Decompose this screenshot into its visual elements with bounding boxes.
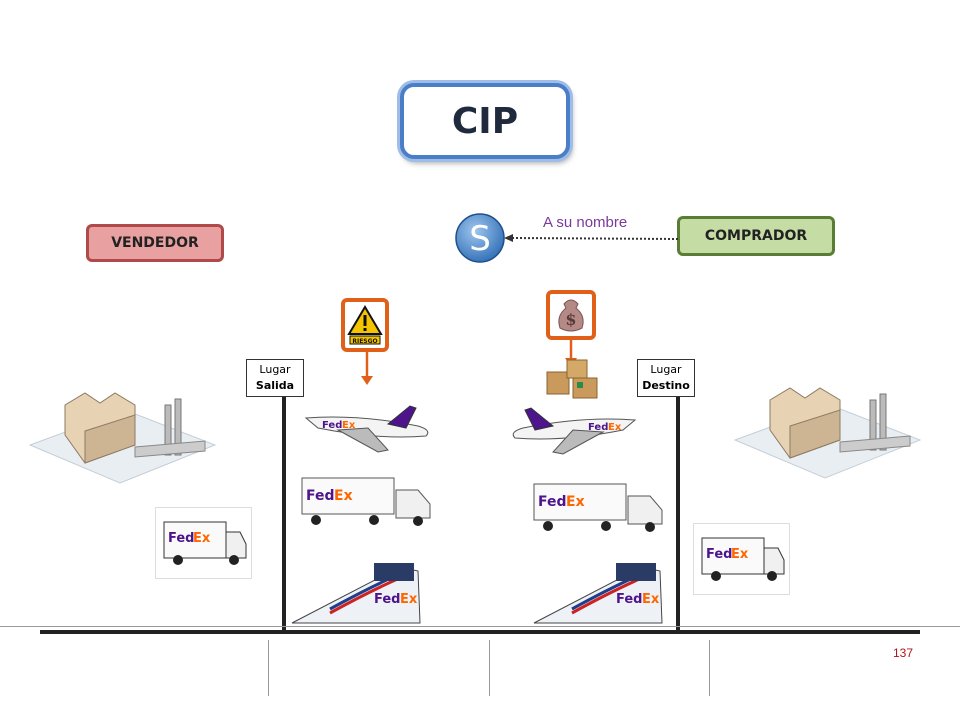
destination-line2: Destino xyxy=(642,379,690,392)
footer-divider-1 xyxy=(268,640,269,696)
origin-line2: Salida xyxy=(255,379,295,392)
origin-place-box: Lugar Salida xyxy=(246,359,304,397)
buyer-van-frame: Fed Ex xyxy=(693,523,790,595)
buyer-label-box: COMPRADOR xyxy=(677,216,835,256)
destination-place-box: Lugar Destino xyxy=(637,359,695,397)
van-brand-fed: Fed xyxy=(168,531,194,546)
seller-label-box: VENDEDOR xyxy=(86,224,224,262)
insurance-note: A su nombre xyxy=(543,214,628,231)
footer-divider-3 xyxy=(709,640,710,696)
origin-train-icon: Fed Ex xyxy=(291,563,421,624)
truck2-brand-fed: Fed xyxy=(538,494,567,510)
ground-line xyxy=(40,630,920,634)
risk-sign-text: RIESGO xyxy=(352,338,377,345)
buyer-delivery-van-icon: Fed Ex xyxy=(701,537,785,581)
buyer-factory-icon xyxy=(733,387,922,479)
money-frame: $ xyxy=(546,290,596,340)
risk-arrow xyxy=(361,350,373,385)
svg-text:Ex: Ex xyxy=(642,592,660,607)
boxes-icon xyxy=(546,359,598,399)
svg-text:Fed: Fed xyxy=(588,422,608,433)
truck1-brand-ex: Ex xyxy=(334,488,353,504)
origin-truck-icon: Fed Ex xyxy=(301,477,431,526)
svg-text:Ex: Ex xyxy=(608,422,622,433)
van2-brand-fed: Fed xyxy=(706,547,732,562)
destination-truck-icon: Fed Ex xyxy=(533,483,663,532)
insurance-dotted-arrow xyxy=(504,234,679,242)
insurance-s-letter: S xyxy=(469,219,491,259)
destination-line1: Lugar xyxy=(650,363,682,376)
seller-delivery-van-icon: Fed Ex xyxy=(163,521,247,565)
footer-divider-2 xyxy=(489,640,490,696)
svg-text:$: $ xyxy=(565,310,576,329)
destination-post xyxy=(676,397,680,631)
svg-text:Ex: Ex xyxy=(342,420,356,431)
seller-factory-icon xyxy=(28,392,217,484)
destination-airplane-icon: Fed Ex xyxy=(512,407,637,455)
svg-text:Fed: Fed xyxy=(616,592,642,607)
origin-airplane-icon: Fed Ex xyxy=(304,405,429,453)
origin-post xyxy=(282,397,286,631)
title-box: CIP xyxy=(400,83,570,159)
insurance-s-icon: S xyxy=(455,213,505,263)
truck2-brand-ex: Ex xyxy=(566,494,585,510)
slide-divider xyxy=(0,626,960,627)
risk-sign-frame: RIESGO xyxy=(341,298,389,352)
svg-text:Ex: Ex xyxy=(400,592,418,607)
svg-text:Fed: Fed xyxy=(374,592,400,607)
van2-brand-ex: Ex xyxy=(731,547,749,562)
seller-label: VENDEDOR xyxy=(111,235,199,251)
page-title: CIP xyxy=(451,100,519,142)
truck1-brand-fed: Fed xyxy=(306,488,335,504)
destination-train-icon: Fed Ex xyxy=(533,563,663,624)
svg-text:Fed: Fed xyxy=(322,420,342,431)
origin-line1: Lugar xyxy=(259,363,291,376)
page-number: 137 xyxy=(893,646,914,660)
money-bag-icon: $ xyxy=(558,299,584,332)
van-brand-ex: Ex xyxy=(193,531,211,546)
buyer-label: COMPRADOR xyxy=(704,228,808,244)
warning-sign-icon: RIESGO xyxy=(347,305,383,345)
seller-van-frame: Fed Ex xyxy=(155,507,252,579)
